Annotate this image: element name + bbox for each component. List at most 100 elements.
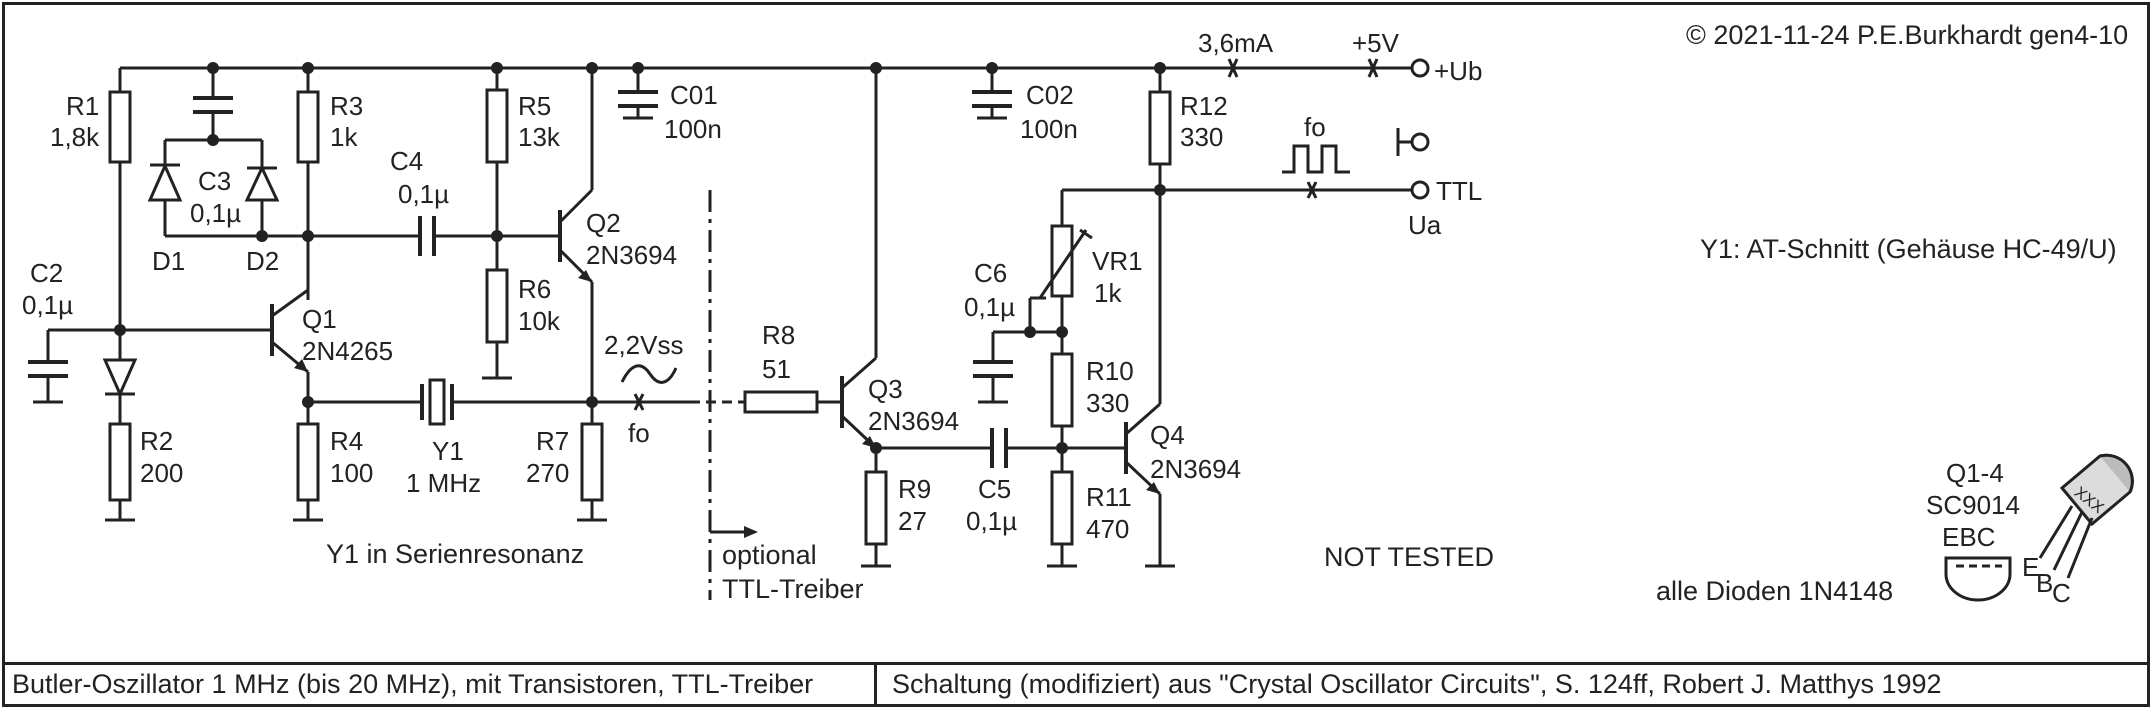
r11-name: R11 <box>1086 482 1132 512</box>
package-name: Q1-4 <box>1946 458 2004 488</box>
resistor-r6 <box>482 268 512 380</box>
r2-name: R2 <box>140 426 173 456</box>
note-not-tested: NOT TESTED <box>1324 542 1494 572</box>
resistor-r4 <box>293 402 323 522</box>
vr1-name: VR1 <box>1092 246 1143 276</box>
resistor-r3 <box>296 68 320 300</box>
r9-value: 27 <box>898 506 927 536</box>
pin-e: E <box>2022 552 2039 582</box>
r7-value: 270 <box>526 458 569 488</box>
c3-name: C3 <box>198 166 231 196</box>
output-ua: Ua <box>1408 210 1442 240</box>
pin-c: C <box>2052 578 2071 608</box>
c02-value: 100n <box>1020 114 1078 144</box>
note-series-resonance: Y1 in Serienresonanz <box>326 539 584 569</box>
diode-bias <box>102 330 138 424</box>
r6-name: R6 <box>518 274 551 304</box>
q2-name: Q2 <box>586 208 621 238</box>
q3-name: Q3 <box>868 374 903 404</box>
output-fo: fo <box>1304 112 1326 142</box>
transistor-q2 <box>558 68 594 402</box>
note-diodes: alle Dioden 1N4148 <box>1656 576 1893 606</box>
c02-name: C02 <box>1026 80 1074 110</box>
potentiometer-vr1 <box>1038 190 1093 354</box>
resistor-r11 <box>1047 470 1077 568</box>
supply-terminal: +Ub <box>1434 56 1482 86</box>
drawing-title: Butler-Oszillator 1 MHz (bis 20 MHz), mi… <box>2 665 877 707</box>
resistor-r7 <box>577 402 607 522</box>
capacitor-c4 <box>308 216 560 256</box>
to92-package-icon: XXX <box>2038 453 2134 579</box>
r6-value: 10k <box>518 306 561 336</box>
note-optional: optional <box>722 540 817 570</box>
c2-name: C2 <box>30 258 63 288</box>
y1-value: 1 MHz <box>406 468 481 498</box>
schematic: 3,6mA +5V +Ub R1 1,8k <box>22 20 2134 608</box>
r1-value: 1,8k <box>50 122 100 152</box>
capacitor-c01 <box>618 68 658 120</box>
r5-name: R5 <box>518 91 551 121</box>
optional-separator <box>708 190 758 600</box>
supply-rail <box>120 58 1430 78</box>
resistor-r1 <box>108 68 132 330</box>
resistor-r10 <box>1050 352 1074 472</box>
crystal-y1 <box>308 378 598 426</box>
title-block: Butler-Oszillator 1 MHz (bis 20 MHz), mi… <box>2 662 2150 707</box>
c3-value: 0,1µ <box>190 198 241 228</box>
r5-value: 13k <box>518 122 561 152</box>
q2-type: 2N3694 <box>586 240 677 270</box>
resistor-r8 <box>743 390 842 414</box>
r4-name: R4 <box>330 426 363 456</box>
c6-value: 0,1µ <box>964 292 1015 322</box>
r3-value: 1k <box>330 122 358 152</box>
resistor-r9 <box>861 448 891 568</box>
supply-voltage: +5V <box>1352 28 1400 58</box>
output-line <box>1062 144 1430 200</box>
package-footprint-icon <box>1944 556 2012 602</box>
note-ttl-driver: TTL-Treiber <box>722 574 864 604</box>
y1-name: Y1 <box>432 436 464 466</box>
r9-name: R9 <box>898 474 931 504</box>
capacitor-c3 <box>165 68 262 146</box>
resistor-r12 <box>1148 68 1172 196</box>
r8-value: 51 <box>762 354 791 384</box>
diode-d1 <box>147 140 308 238</box>
r12-value: 330 <box>1180 122 1223 152</box>
r10-name: R10 <box>1086 356 1134 386</box>
output-ttl: TTL <box>1436 176 1482 206</box>
q3-type: 2N3694 <box>868 406 959 436</box>
copyright: © 2021-11-24 P.E.Burkhardt gen4-10 <box>1686 20 2128 50</box>
r8-name: R8 <box>762 320 795 350</box>
resistor-r5 <box>485 68 509 270</box>
q1-type: 2N4265 <box>302 336 393 366</box>
note-crystal: Y1: AT-Schnitt (Gehäuse HC-49/U) <box>1700 234 2117 264</box>
c4-value: 0,1µ <box>398 179 449 209</box>
package-type: SC9014 <box>1926 490 2020 520</box>
c4-name: C4 <box>390 146 423 176</box>
transistor-q4 <box>1124 190 1175 568</box>
r4-value: 100 <box>330 458 373 488</box>
vr1-value: 1k <box>1094 278 1122 308</box>
c5-name: C5 <box>978 474 1011 504</box>
c6-name: C6 <box>974 258 1007 288</box>
ground-terminal-symbol <box>1396 128 1430 156</box>
signal-fo: fo <box>628 418 650 448</box>
r11-value: 470 <box>1086 514 1129 544</box>
capacitor-c6 <box>973 296 1062 404</box>
supply-current: 3,6mA <box>1198 28 1274 58</box>
pin-b: B <box>2036 568 2053 598</box>
q4-name: Q4 <box>1150 420 1185 450</box>
resistor-r2 <box>105 422 135 522</box>
r7-name: R7 <box>536 426 569 456</box>
transistor-q1 <box>270 288 314 408</box>
capacitor-c02 <box>972 68 1012 120</box>
q4-type: 2N3694 <box>1150 454 1241 484</box>
q1-base-node <box>114 324 270 336</box>
q1-name: Q1 <box>302 304 337 334</box>
package-pinout: EBC <box>1942 522 1995 552</box>
drawing-source: Schaltung (modifiziert) aus "Crystal Osc… <box>892 669 1942 699</box>
c5-value: 0,1µ <box>966 506 1017 536</box>
r12-name: R12 <box>1180 91 1228 121</box>
c2-value: 0,1µ <box>22 290 73 320</box>
